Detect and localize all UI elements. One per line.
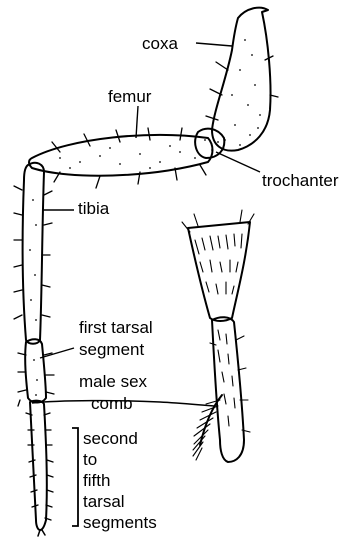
distal-segments-label-line3: fifth	[83, 471, 110, 490]
first-tarsal-leader-line	[40, 348, 74, 358]
tibia-shape	[23, 163, 44, 344]
distal-segments-label-line1: second	[83, 429, 138, 448]
trochanter-leader-line	[216, 152, 260, 172]
distal-segments-label-line2: to	[83, 450, 97, 469]
femur-label: femur	[108, 87, 152, 106]
first-tarsal-segment-shape	[25, 339, 46, 402]
male-sex-comb-label-line2: comb	[91, 394, 133, 413]
femur-leader-line	[136, 106, 138, 138]
distal-segments-bracket	[72, 428, 78, 526]
claw-shape	[38, 530, 45, 536]
coxa-shape	[212, 8, 271, 151]
distal-segments-label-line4: tarsal	[83, 492, 125, 511]
femur-shape	[29, 135, 213, 176]
inset-tibia-shape	[188, 222, 250, 321]
male-sex-comb-label-line1: male sex	[79, 372, 148, 391]
labels: coxa femur trochanter tibia first tarsal…	[78, 34, 339, 532]
first-tarsal-label-line1: first tarsal	[79, 318, 153, 337]
distal-tarsal-segments-shape	[30, 401, 47, 530]
first-tarsal-label-line2: segment	[79, 340, 144, 359]
coxa-label: coxa	[142, 34, 178, 53]
coxa-leader-line	[196, 43, 232, 46]
distal-segments-label-line5: segments	[83, 513, 157, 532]
inset-magnified-leg	[188, 222, 250, 462]
tibia-label: tibia	[78, 199, 110, 218]
trochanter-label: trochanter	[262, 171, 339, 190]
